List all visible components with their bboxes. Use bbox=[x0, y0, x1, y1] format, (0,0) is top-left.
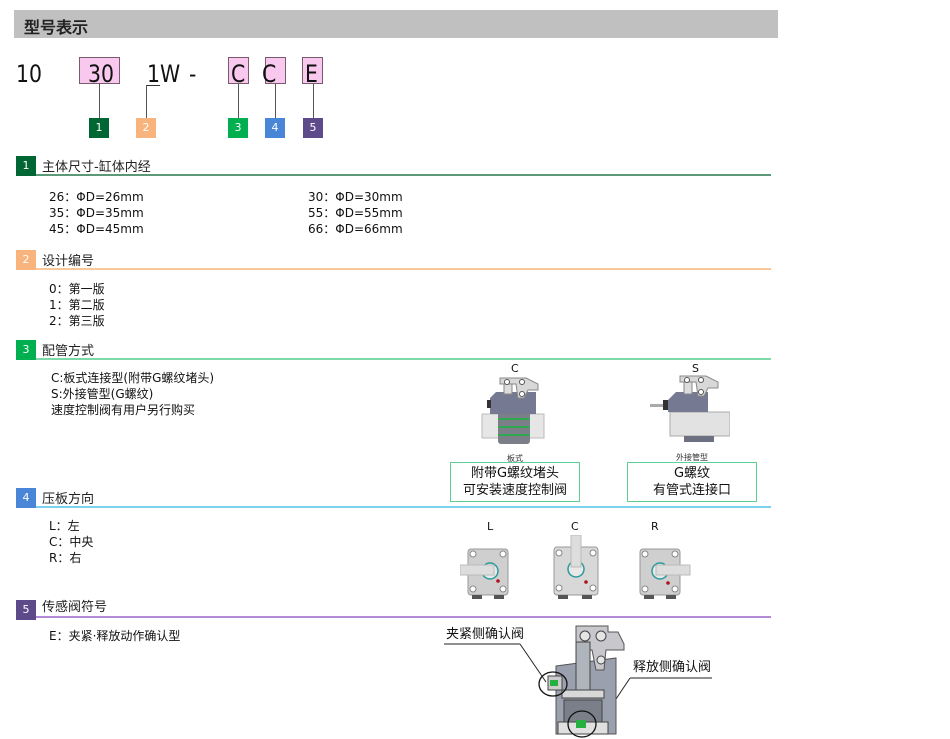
direction-l-label: L bbox=[487, 520, 494, 533]
section-1-badge: 1 bbox=[16, 156, 36, 176]
section-3-divider bbox=[36, 358, 771, 360]
section-3-badge: 3 bbox=[16, 340, 36, 360]
direction-left-illustration bbox=[460, 548, 509, 599]
design-item: 1：第二版 bbox=[49, 298, 105, 312]
code-part-design: 1W bbox=[147, 60, 181, 88]
callout-release-side: 释放侧确认阀 bbox=[633, 660, 712, 675]
size-list-right: 30：ΦD=30mm 55：ΦD=55mm 66：ΦD=66mm bbox=[308, 189, 403, 237]
section-1-title: 主体尺寸-缸体内经 bbox=[42, 160, 151, 175]
figure-s-caption: 外接管型 bbox=[676, 453, 708, 462]
marker-2: 2 bbox=[136, 118, 156, 138]
direction-right-illustration bbox=[639, 548, 691, 599]
figure-c-note: 附带G螺纹堵头 可安装速度控制阀 bbox=[450, 462, 580, 502]
piping-item: S:外接管型(G螺纹) bbox=[51, 387, 154, 401]
connector-line bbox=[275, 84, 276, 118]
section-2-title: 设计编号 bbox=[42, 254, 95, 269]
underline-marker bbox=[146, 85, 160, 86]
code-part-piping: C bbox=[231, 60, 246, 88]
design-list: 0：第一版 1：第二版 2：第三版 bbox=[49, 281, 105, 329]
note-line: 附带G螺纹堵头 bbox=[470, 466, 560, 481]
code-part-sensor-box bbox=[302, 57, 323, 84]
section-5-title: 传感阀符号 bbox=[42, 600, 108, 615]
note-line: 可安装速度控制阀 bbox=[462, 483, 567, 498]
connector-line bbox=[99, 84, 100, 118]
code-part-sensor: E bbox=[305, 60, 318, 88]
figure-s-label: S bbox=[692, 362, 699, 375]
direction-list: L：左 C：中央 R：右 bbox=[49, 518, 93, 566]
marker-1: 1 bbox=[89, 118, 109, 138]
direction-item: R：右 bbox=[49, 551, 82, 565]
direction-c-label: C bbox=[571, 520, 579, 533]
figure-s-note: G螺纹 有管式连接口 bbox=[627, 462, 757, 502]
piping-list: C:板式连接型(附带G螺纹堵头) S:外接管型(G螺纹) 速度控制阀有用户另行购… bbox=[51, 370, 214, 418]
section-5-badge: 5 bbox=[16, 600, 36, 620]
piping-item: C:板式连接型(附带G螺纹堵头) bbox=[51, 371, 215, 385]
code-part-direction: C bbox=[262, 60, 277, 88]
size-item: 26：ΦD=26mm bbox=[49, 190, 144, 204]
design-item: 0：第一版 bbox=[49, 282, 105, 296]
section-5-divider bbox=[36, 616, 771, 618]
size-item: 45：ΦD=45mm bbox=[49, 222, 144, 236]
page-title: 型号表示 bbox=[24, 18, 89, 37]
code-part-size-box bbox=[79, 57, 120, 84]
plate-type-clamp-illustration bbox=[481, 377, 545, 444]
direction-item: C：中央 bbox=[49, 535, 94, 549]
direction-center-illustration bbox=[553, 535, 599, 599]
design-item: 2：第三版 bbox=[49, 314, 105, 328]
direction-r-label: R bbox=[651, 520, 659, 533]
section-1-divider bbox=[36, 174, 771, 176]
model-prefix: 10 bbox=[16, 60, 42, 88]
size-list-left: 26：ΦD=26mm 35：ΦD=35mm 45：ΦD=45mm bbox=[49, 189, 144, 237]
marker-3: 3 bbox=[228, 118, 248, 138]
section-4-divider bbox=[36, 506, 771, 508]
section-4-badge: 4 bbox=[16, 488, 36, 508]
external-pipe-clamp-illustration bbox=[650, 375, 730, 442]
note-line: 有管式连接口 bbox=[652, 483, 731, 498]
size-item: 66：ΦD=66mm bbox=[308, 222, 403, 236]
direction-item: L：左 bbox=[49, 519, 80, 533]
size-item: 55：ΦD=55mm bbox=[308, 206, 403, 220]
sensor-item: E：夹紧·释放动作确认型 bbox=[49, 629, 181, 643]
code-part-size: 30 bbox=[88, 60, 114, 88]
piping-item: 速度控制阀有用户另行购买 bbox=[51, 403, 196, 417]
callout-clamp-side: 夹紧侧确认阀 bbox=[446, 627, 525, 642]
section-2-badge: 2 bbox=[16, 250, 36, 270]
note-line: G螺纹 bbox=[673, 466, 711, 481]
marker-5: 5 bbox=[303, 118, 323, 138]
size-item: 30：ΦD=30mm bbox=[308, 190, 403, 204]
code-part-piping-box bbox=[228, 57, 249, 84]
marker-4: 4 bbox=[265, 118, 285, 138]
figure-c-label: C bbox=[511, 362, 519, 375]
size-item: 35：ΦD=35mm bbox=[49, 206, 144, 220]
connector-line bbox=[146, 85, 147, 118]
section-2-divider bbox=[36, 268, 771, 270]
section-header: 型号表示 bbox=[14, 10, 778, 38]
sensor-cross-section-illustration bbox=[444, 625, 712, 738]
connector-line bbox=[238, 84, 239, 118]
section-4-title: 压板方向 bbox=[42, 492, 95, 507]
connector-line bbox=[313, 84, 314, 118]
code-dash: - bbox=[189, 60, 197, 88]
figure-c-caption: 板式 bbox=[507, 454, 523, 463]
code-part-direction-box bbox=[265, 57, 286, 84]
section-3-title: 配管方式 bbox=[42, 344, 95, 359]
